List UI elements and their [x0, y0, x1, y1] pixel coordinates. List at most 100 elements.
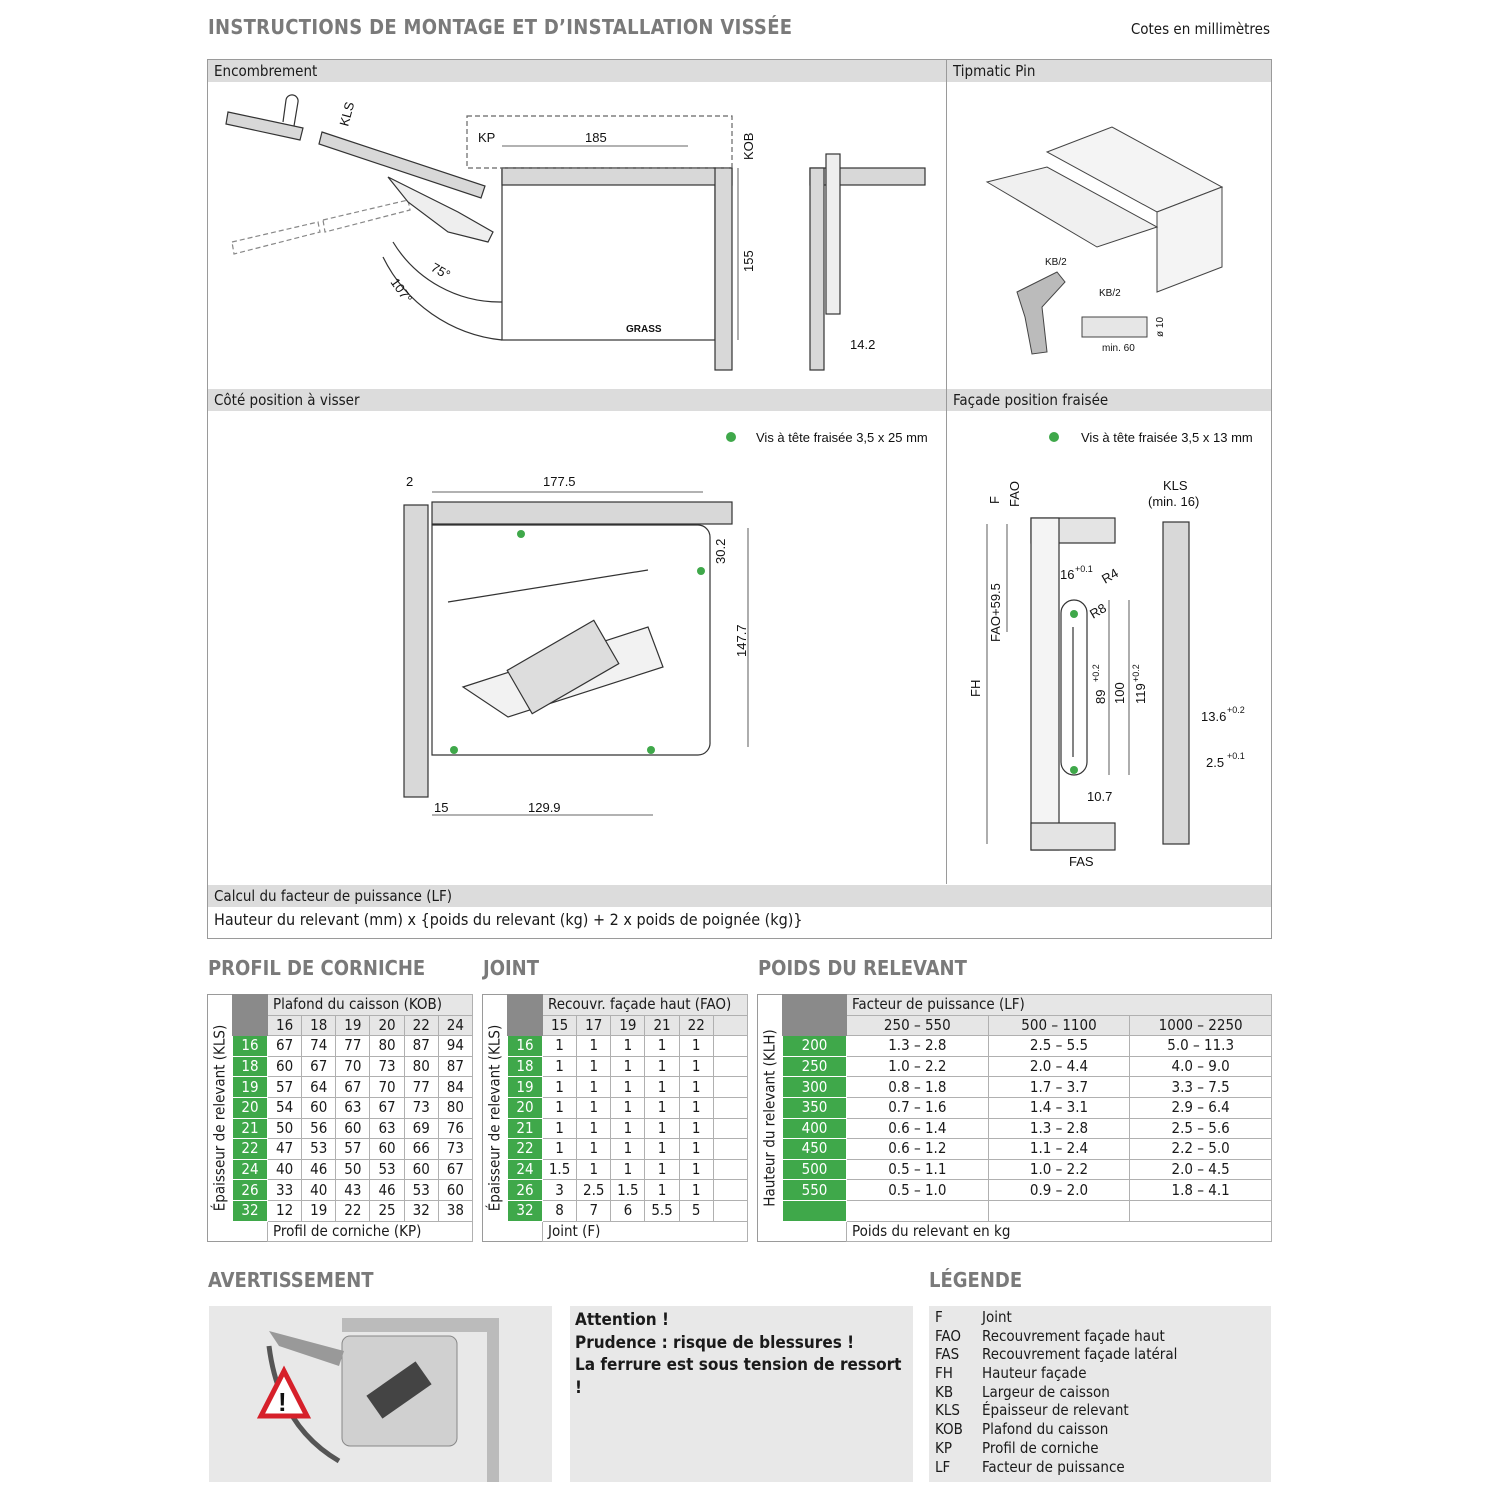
table-cell: 1 [576, 1158, 612, 1181]
table-cell: 1 [541, 1055, 578, 1078]
row-header: 300 [782, 1076, 847, 1098]
svg-text:+0.2: +0.2 [1091, 664, 1101, 682]
facade-header: Façade position fraisée [947, 389, 1271, 411]
legend-desc: Hauteur façade [982, 1364, 1087, 1383]
table-cell: 50 [266, 1117, 303, 1140]
table-cell: 3 [541, 1179, 578, 1201]
cote-header: Côté position à visser [208, 389, 946, 411]
table-cell: 40 [266, 1158, 303, 1181]
row-header: 19 [232, 1076, 268, 1098]
table-cell: 0.6 – 1.2 [846, 1138, 989, 1160]
calc-header: Calcul du facteur de puissance (LF) [208, 885, 1271, 907]
table-cell [712, 1076, 749, 1098]
table-cell: 46 [301, 1158, 337, 1181]
table-cell: 2.0 – 4.5 [1129, 1158, 1272, 1181]
table-cell: 73 [403, 1096, 439, 1119]
table-cell: 7 [576, 1199, 612, 1222]
dim-129-9: 129.9 [528, 800, 561, 815]
row-header: 16 [507, 1035, 543, 1057]
table-cell: 74 [301, 1035, 337, 1057]
dim-kob: KOB [741, 133, 756, 160]
row-header: 400 [782, 1117, 847, 1140]
table-cell: 1.3 – 2.8 [987, 1117, 1131, 1140]
row-header: 350 [782, 1096, 847, 1119]
legend-abbr: FH [935, 1364, 953, 1383]
table-cell: 1.4 – 3.1 [987, 1096, 1131, 1119]
table-cell: 40 [301, 1179, 337, 1201]
table-cell: 1 [610, 1138, 646, 1160]
legend-abbr: KB [935, 1382, 954, 1401]
warning-illustration: ! [209, 1306, 552, 1482]
column-group-header: Facteur de puissance (LF) [846, 994, 1272, 1016]
table-cell: 8 [541, 1199, 578, 1222]
units-note: Cotes en millimètres [1130, 20, 1270, 38]
table-cell: 60 [266, 1055, 303, 1078]
table-cell: 12 [266, 1199, 303, 1222]
table-cell: 0.9 – 2.0 [987, 1179, 1131, 1201]
dim-dia10: ø 10 [1155, 317, 1166, 337]
row-header: 24 [232, 1158, 268, 1181]
table-cell: 1 [678, 1117, 714, 1140]
dim-f: F [987, 496, 1002, 504]
svg-text:+0.1: +0.1 [1075, 564, 1093, 574]
dim-fao-59-5: FAO+59.5 [988, 583, 1003, 642]
legend-desc: Recouvrement façade latéral [982, 1345, 1178, 1364]
table-cell: 80 [369, 1035, 405, 1057]
row-header: 26 [232, 1179, 268, 1201]
table-cell: 67 [266, 1035, 303, 1057]
tipmatic-drawing: KB/2 KB/2 min. 60 ø 10 [985, 126, 1224, 355]
table-cell: 1.0 – 2.2 [846, 1055, 989, 1078]
encombrement-header: Encombrement [208, 60, 946, 82]
grass-logo: GRASS [626, 324, 662, 335]
column-header [712, 1014, 749, 1037]
table-cell: 1 [610, 1055, 646, 1078]
column-header: 22 [678, 1014, 714, 1037]
table-cell: 69 [403, 1117, 439, 1140]
row-header: 250 [782, 1055, 847, 1078]
column-header: 22 [403, 1014, 439, 1037]
table-cell: 60 [437, 1179, 474, 1201]
table-cell: 1 [644, 1055, 680, 1078]
column-header: 250 – 550 [846, 1014, 989, 1037]
dim-fas: FAS [1069, 854, 1094, 869]
table-cell: 1 [610, 1035, 646, 1057]
page-title: INSTRUCTIONS DE MONTAGE ET D’INSTALLATIO… [208, 15, 793, 39]
table-cell: 1 [610, 1076, 646, 1098]
divider [946, 60, 947, 884]
table-cell: 1 [576, 1076, 612, 1098]
table-cell: 53 [301, 1138, 337, 1160]
table-cell: 87 [437, 1055, 474, 1078]
dim-10-7: 10.7 [1087, 789, 1112, 804]
table-cell [712, 1158, 749, 1181]
table-cell: 50 [335, 1158, 371, 1181]
dim-kls: KLS [336, 100, 357, 128]
table-cell: 3.3 – 7.5 [1129, 1076, 1272, 1098]
warning-icon [256, 1365, 312, 1419]
joint-table: Épaisseur de relevant (KLS)Recouvr. faça… [482, 994, 749, 1243]
table-cell: 56 [301, 1117, 337, 1140]
row-header: 22 [507, 1138, 543, 1160]
table-cell: 2.9 – 6.4 [1129, 1096, 1272, 1119]
column-header: 19 [335, 1014, 371, 1037]
row-header: 21 [507, 1117, 543, 1140]
poids-title: POIDS DU RELEVANT [758, 956, 967, 980]
table-cell: 77 [335, 1035, 371, 1057]
table-cell: 1 [644, 1035, 680, 1057]
dim-r8: R8 [1087, 600, 1109, 621]
table-cell: 19 [301, 1199, 337, 1222]
table-cell: 1 [576, 1117, 612, 1140]
dim-147-7: 147.7 [734, 624, 749, 657]
